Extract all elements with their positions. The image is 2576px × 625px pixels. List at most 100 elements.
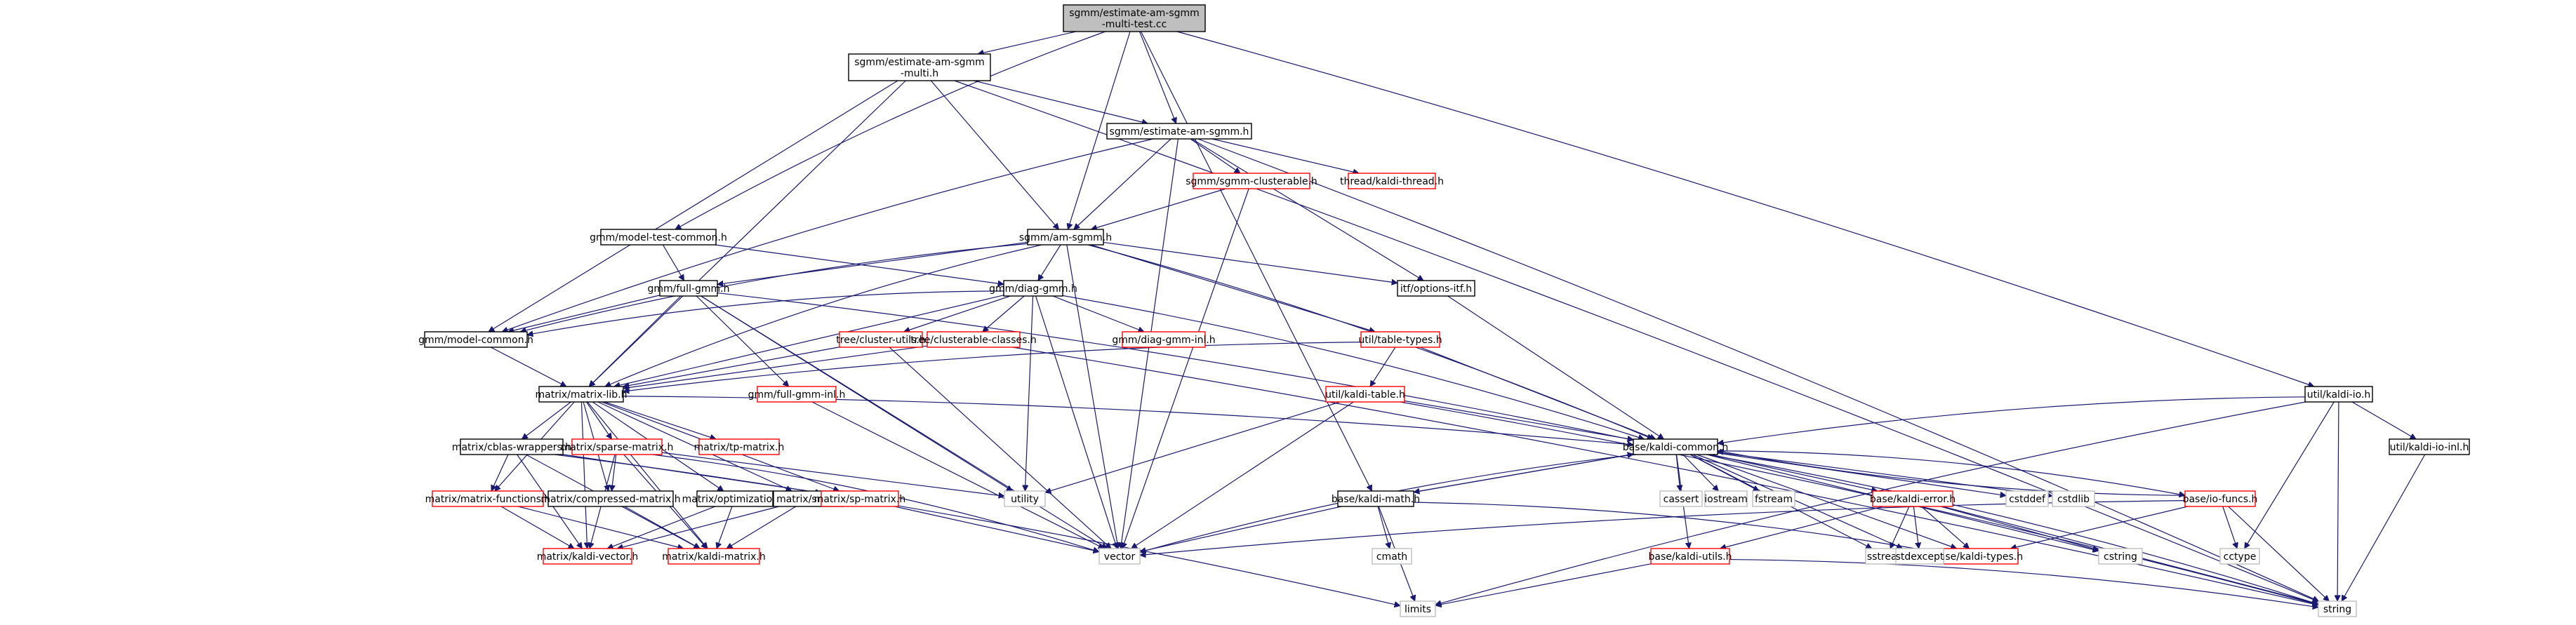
- node-gmm-full-gmm-h[interactable]: gmm/full-gmm.h: [648, 280, 730, 297]
- node-matrix-matrix-functions-h: matrix/matrix-functions.h: [425, 490, 551, 507]
- node-label: itf/options-itf.h: [1400, 283, 1472, 295]
- edge-modeltest-to-fullgmm: [662, 244, 685, 281]
- node-util-kaldi-io-h[interactable]: util/kaldi-io.h: [2304, 386, 2373, 403]
- node-label: gmm/full-gmm-inl.h: [748, 389, 846, 401]
- node-matrix-sp-matrix-h: matrix/sp-matrix.h: [814, 490, 906, 507]
- node-util-kaldi-io-inl-h[interactable]: util/kaldi-io-inl.h: [2389, 438, 2470, 455]
- node-label-line: base/kaldi-math.h: [1332, 494, 1420, 505]
- edge-kaldimath-to-vector: [1140, 506, 1342, 551]
- node-label-line: limits: [1405, 604, 1431, 615]
- edge-kaldicommon-to-cstddef: [1717, 452, 2006, 496]
- node-gmm-diag-gmm-h[interactable]: gmm/diag-gmm.h: [989, 280, 1077, 297]
- node-box: [2005, 490, 2049, 507]
- edge-kalditable-to-vector: [1131, 401, 1354, 549]
- node-label-line: tree/cluster-utils.h: [836, 335, 925, 346]
- node-label-line: matrix/sp-matrix.h: [814, 494, 906, 505]
- edge-root-to-kaldiio: [1176, 31, 2314, 387]
- edge-amsgmm-to-optionsitf: [1103, 241, 1397, 283]
- node-label: cstring: [2104, 551, 2137, 563]
- node-itf-options-itf-h[interactable]: itf/options-itf.h: [1397, 280, 1475, 297]
- node-label-line: sgmm/estimate-am-sgmm: [854, 57, 985, 68]
- node-base-kaldi-math-h[interactable]: base/kaldi-math.h: [1332, 490, 1420, 507]
- node-gmm-model-common-h[interactable]: gmm/model-common.h: [418, 331, 533, 348]
- node-label: matrix/optimization.h: [682, 494, 788, 505]
- node-label: limits: [1405, 604, 1431, 615]
- node-box: [424, 331, 528, 348]
- node-box: [698, 438, 780, 455]
- edge-diaggmm-to-clusterclasses: [983, 295, 1025, 332]
- node-label-line: utility: [1011, 494, 1039, 505]
- edge-est_h-to-optionsitf: [1191, 138, 1423, 281]
- node-label-line: cstdlib: [2057, 494, 2090, 505]
- edge-tabletypes-to-matrixlib: [623, 342, 1362, 391]
- node-box: [1360, 331, 1440, 348]
- edge-fullgmm-to-fullinl: [696, 295, 789, 387]
- edge-sparse-to-compressed: [611, 454, 617, 491]
- edge-kaldiio-to-kaldicommon: [1718, 396, 2306, 443]
- node-util-table-types-h: util/table-types.h: [1358, 331, 1442, 348]
- edge-optimization-to-kaldimatrix: [717, 506, 733, 549]
- node-matrix-kaldi-matrix-h: matrix/kaldi-matrix.h: [662, 548, 766, 565]
- node-cctype: cctype: [2219, 548, 2260, 565]
- node-label: cstddef: [2009, 494, 2046, 505]
- node-box: [1193, 173, 1310, 189]
- node-label-line: gmm/full-gmm-inl.h: [748, 389, 846, 401]
- node-label: base/kaldi-common.h: [1623, 442, 1729, 453]
- node-label: util/kaldi-table.h: [1325, 389, 1405, 401]
- edge-diaggmm-to-kaldicommon: [1062, 295, 1644, 439]
- edge-est_h-to-string: [1197, 138, 2319, 601]
- edge-diaggmm-to-clusterutils: [904, 295, 1011, 332]
- node-label-line: cmath: [1376, 551, 1407, 563]
- node-label-line: thread/kaldi-thread.h: [1340, 176, 1444, 187]
- node-matrix-optimization-h[interactable]: matrix/optimization.h: [682, 490, 788, 507]
- node-cstring: cstring: [2098, 548, 2143, 565]
- edge-kaldierror-to-stdexcept: [1913, 506, 1918, 549]
- edge-kalditable-to-utility: [1045, 401, 1341, 492]
- edge-est_h-to-modelcommon: [502, 138, 1154, 332]
- node-box: [600, 229, 717, 246]
- edge-iofuncs-to-cctype: [2222, 506, 2237, 549]
- node-label-line: sgmm/sgmm-clusterable.h: [1186, 176, 1317, 187]
- edge-matrixlib-to-cblas: [522, 401, 571, 439]
- node-label: base/kaldi-utils.h: [1648, 551, 1732, 563]
- node-gmm-model-test-common-h[interactable]: gmm/model-test-common.h: [590, 229, 727, 246]
- node-label-line: sgmm/am-sgmm.h: [1019, 232, 1112, 243]
- node-label: matrix/sp-matrix.h: [814, 494, 906, 505]
- node-label-line: sgmm/estimate-am-sgmm.h: [1110, 126, 1249, 137]
- node-box: [1027, 229, 1104, 246]
- node-label: cmath: [1376, 551, 1407, 563]
- node-tree-clusterable-classes-h: tree/clusterable-classes.h: [910, 331, 1037, 348]
- edge-kaldierror-to-kaldiutils: [1720, 506, 1883, 549]
- node-sgmm-estimate-am-sgmm-multi-h[interactable]: sgmm/estimate-am-sgmm-multi.h: [848, 53, 991, 81]
- node-label-line: -multi.h: [901, 68, 938, 79]
- node-sgmm-estimate-am-sgmm-h[interactable]: sgmm/estimate-am-sgmm.h: [1106, 123, 1252, 140]
- node-label-line: matrix/kaldi-matrix.h: [662, 551, 765, 563]
- node-base-kaldi-common-h[interactable]: base/kaldi-common.h: [1623, 438, 1729, 455]
- node-label: vector: [1104, 551, 1136, 563]
- node-sgmm-sgmm-clusterable-h: sgmm/sgmm-clusterable.h: [1186, 173, 1317, 189]
- node-label-line: -multi-test.cc: [1102, 19, 1167, 30]
- node-label-line: vector: [1104, 551, 1136, 563]
- edge-matrixlib-to-kaldimatrix: [587, 401, 708, 549]
- edge-iofuncs-to-kalditypes: [2010, 506, 2188, 549]
- node-label-line: util/kaldi-io.h: [2307, 389, 2371, 401]
- node-label: matrix/matrix-functions.h: [425, 494, 551, 505]
- edge-sparse-to-utility: [661, 452, 1004, 496]
- edge-kaldicommon-to-kalditypes: [1697, 454, 1956, 549]
- node-label: base/kaldi-error.h: [1870, 494, 1956, 505]
- edge-iofuncs-to-string: [2228, 506, 2330, 601]
- node-layer: sgmm/estimate-am-sgmm-multi-test.ccsgmm/…: [418, 4, 2470, 617]
- edge-kalditable-to-kaldicommon: [1404, 400, 1633, 440]
- node-sgmm-am-sgmm-h[interactable]: sgmm/am-sgmm.h: [1019, 229, 1112, 246]
- node-label-line: matrix/sparse-matrix.h: [561, 442, 674, 453]
- node-matrix-cblas-wrappers-h[interactable]: matrix/cblas-wrappers.h: [452, 438, 571, 455]
- node-matrix-compressed-matrix-h[interactable]: matrix/compressed-matrix.h: [540, 490, 681, 507]
- edge-tabletypes-to-kaldicommon: [1419, 347, 1656, 439]
- node-cmath: cmath: [1372, 548, 1412, 565]
- node-sgmm-estimate-am-sgmm-multi-test-cc: sgmm/estimate-am-sgmm-multi-test.cc: [1063, 4, 1206, 32]
- edge-fullgmm-to-utility: [701, 295, 1013, 492]
- edge-est_h-to-thread: [1211, 138, 1359, 173]
- node-matrix-matrix-lib-h[interactable]: matrix/matrix-lib.h: [535, 386, 628, 403]
- node-label: gmm/model-test-common.h: [590, 232, 727, 243]
- node-box: [821, 490, 899, 507]
